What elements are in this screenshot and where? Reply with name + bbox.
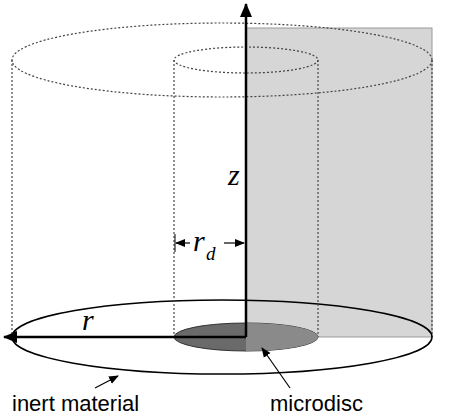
axis-label: z	[228, 160, 240, 190]
section-plane	[246, 28, 432, 337]
dimension-tick	[175, 234, 176, 252]
outer-side	[431, 60, 432, 337]
leader-line	[95, 376, 118, 388]
z-axis	[245, 4, 248, 337]
outer-top-ellipse	[12, 23, 432, 97]
part-label: inert material	[12, 393, 139, 415]
inner-side	[173, 60, 174, 337]
dimension-arrow	[224, 242, 244, 243]
dimension-label: r	[193, 226, 205, 256]
microdisc-half	[246, 323, 318, 351]
axis-label: r	[82, 305, 94, 335]
r-axis	[4, 336, 246, 339]
leader-line	[262, 348, 290, 388]
outer-side	[11, 60, 12, 337]
inner-side	[317, 60, 318, 337]
dimension-arrow	[176, 242, 190, 243]
dimension-subscript: d	[206, 244, 216, 263]
part-label: microdisc	[270, 393, 363, 415]
